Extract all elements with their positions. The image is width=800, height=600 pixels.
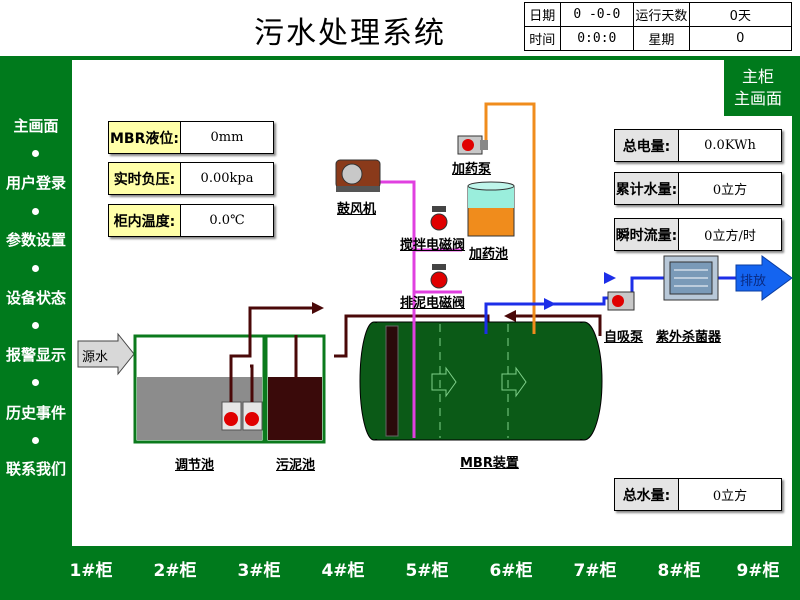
sidebar-item-main-screen[interactable]: 主画面 <box>13 117 59 135</box>
source-water-label: 源水 <box>82 350 109 365</box>
status-table: 日期 0 -0-0 运行天数 0天 时间 0:0:0 星期 0 <box>524 2 793 51</box>
date-value: 0 -0-0 <box>559 2 635 27</box>
sidebar-item-alarm-display[interactable]: 报警显示 <box>5 346 66 364</box>
dosing-pump-label: 加药泵 <box>452 162 492 177</box>
main-cabinet-line2: 主画面 <box>733 89 782 108</box>
menu-separator-dot <box>32 150 39 157</box>
adjust-tank-label: 调节池 <box>175 458 215 473</box>
total-power-readout: 总电量: 0.0KWh <box>614 129 782 162</box>
cumulative-water-label: 累计水量: <box>615 173 679 204</box>
mbr-level-readout: MBR液位: 0mm <box>108 121 274 154</box>
mbr-device-label: MBR装置 <box>460 456 519 471</box>
time-value: 0:0:0 <box>559 26 635 51</box>
menu-separator-dot <box>32 265 39 272</box>
run-days-value: 0天 <box>688 2 793 27</box>
self-priming-pump-label: 自吸泵 <box>604 330 644 345</box>
sidebar-item-device-status[interactable]: 设备状态 <box>5 289 66 307</box>
weekday-label: 星期 <box>633 26 690 51</box>
total-power-label: 总电量: <box>615 130 679 161</box>
sidebar-item-contact-us[interactable]: 联系我们 <box>5 460 66 478</box>
total-water-label: 总水量: <box>615 479 679 510</box>
menu-separator-dot <box>32 379 39 386</box>
menu-separator-dot <box>32 322 39 329</box>
sludge-tank-label: 污泥池 <box>276 458 316 473</box>
page-title: 污水处理系统 <box>254 16 446 51</box>
instant-flow-label: 瞬时流量: <box>615 219 679 250</box>
cabinet-4-button[interactable]: 4#柜 <box>321 561 365 581</box>
total-water-value: 0立方 <box>712 489 748 504</box>
negative-pressure-value: 0.00kpa <box>200 171 254 186</box>
cabinet-2-button[interactable]: 2#柜 <box>153 561 197 581</box>
cabinet-temperature-readout: 柜内温度: 0.0℃ <box>108 204 274 237</box>
menu-separator-dot <box>32 437 39 444</box>
uv-sterilizer-label: 紫外杀菌器 <box>656 330 722 345</box>
cabinet-1-button[interactable]: 1#柜 <box>69 561 113 581</box>
cabinet-temperature-value: 0.0℃ <box>209 213 245 228</box>
run-days-label: 运行天数 <box>633 2 690 27</box>
cumulative-water-value: 0立方 <box>712 183 748 198</box>
time-label: 时间 <box>524 26 561 51</box>
mbr-level-label: MBR液位: <box>109 122 181 153</box>
negative-pressure-readout: 实时负压: 0.00kpa <box>108 162 274 195</box>
dosing-tank-label: 加药池 <box>469 247 509 262</box>
discharge-label: 排放 <box>740 274 767 289</box>
main-cabinet-line1: 主柜 <box>741 67 774 86</box>
cumulative-water-readout: 累计水量: 0立方 <box>614 172 782 205</box>
menu-separator-dot <box>32 208 39 215</box>
instant-flow-readout: 瞬时流量: 0立方/时 <box>614 218 782 251</box>
header: 污水处理系统 日期 0 -0-0 运行天数 0天 时间 0:0:0 星期 0 <box>0 0 800 56</box>
total-power-value: 0.0KWh <box>704 138 756 153</box>
cabinet-9-button[interactable]: 9#柜 <box>736 561 780 581</box>
date-label: 日期 <box>524 2 561 27</box>
stir-valve-label: 搅拌电磁阀 <box>400 238 466 253</box>
total-water-readout: 总水量: 0立方 <box>614 478 782 511</box>
sidebar-item-parameter-settings[interactable]: 参数设置 <box>5 231 66 249</box>
cabinet-5-button[interactable]: 5#柜 <box>405 561 449 581</box>
mbr-level-value: 0mm <box>210 130 244 145</box>
cabinet-6-button[interactable]: 6#柜 <box>489 561 533 581</box>
sidebar-item-user-login[interactable]: 用户登录 <box>5 174 66 192</box>
cabinet-3-button[interactable]: 3#柜 <box>237 561 281 581</box>
main-cabinet-button[interactable]: 主柜 主画面 <box>724 60 792 116</box>
sidebar-item-history-events[interactable]: 历史事件 <box>5 404 66 422</box>
cabinet-8-button[interactable]: 8#柜 <box>657 561 701 581</box>
cabinet-7-button[interactable]: 7#柜 <box>573 561 617 581</box>
negative-pressure-label: 实时负压: <box>109 163 181 194</box>
sludge-valve-label: 排泥电磁阀 <box>400 296 466 311</box>
blower-label: 鼓风机 <box>337 202 377 217</box>
weekday-value: 0 <box>688 26 793 51</box>
instant-flow-value: 0立方/时 <box>704 229 756 244</box>
cabinet-temperature-label: 柜内温度: <box>109 205 181 236</box>
